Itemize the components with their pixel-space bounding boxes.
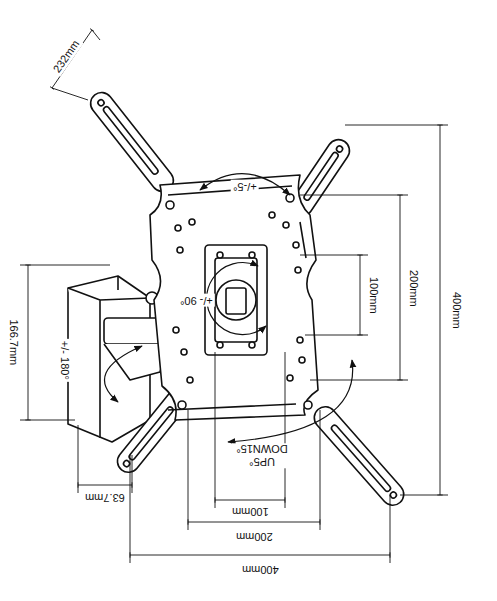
dimension-label: 400mm	[450, 290, 463, 331]
dimension-label: 63.7mm	[83, 491, 127, 504]
tv-plate	[150, 175, 318, 420]
dimension-label: 200mm	[234, 530, 275, 543]
dimension-label: 166.7mm	[8, 317, 21, 367]
dimension-label: 100mm	[367, 275, 380, 316]
dimension-label: 232mm	[49, 36, 83, 77]
dimension-lines	[20, 30, 448, 563]
dimension-label: +/-5°	[231, 180, 259, 193]
dimension-label: +/- 180°	[58, 339, 71, 382]
rotation-arrows	[105, 174, 353, 442]
plate-holes	[166, 194, 312, 409]
dimension-label: +/- 90°	[178, 294, 215, 307]
dimension-label: 100mm	[230, 505, 271, 518]
dimension-label: 200mm	[407, 268, 420, 309]
mounting-arm	[310, 402, 409, 510]
mounting-arm	[86, 88, 178, 196]
dimension-label: UP5° DOWN15°	[232, 443, 292, 468]
dimension-label: 400mm	[240, 563, 281, 576]
